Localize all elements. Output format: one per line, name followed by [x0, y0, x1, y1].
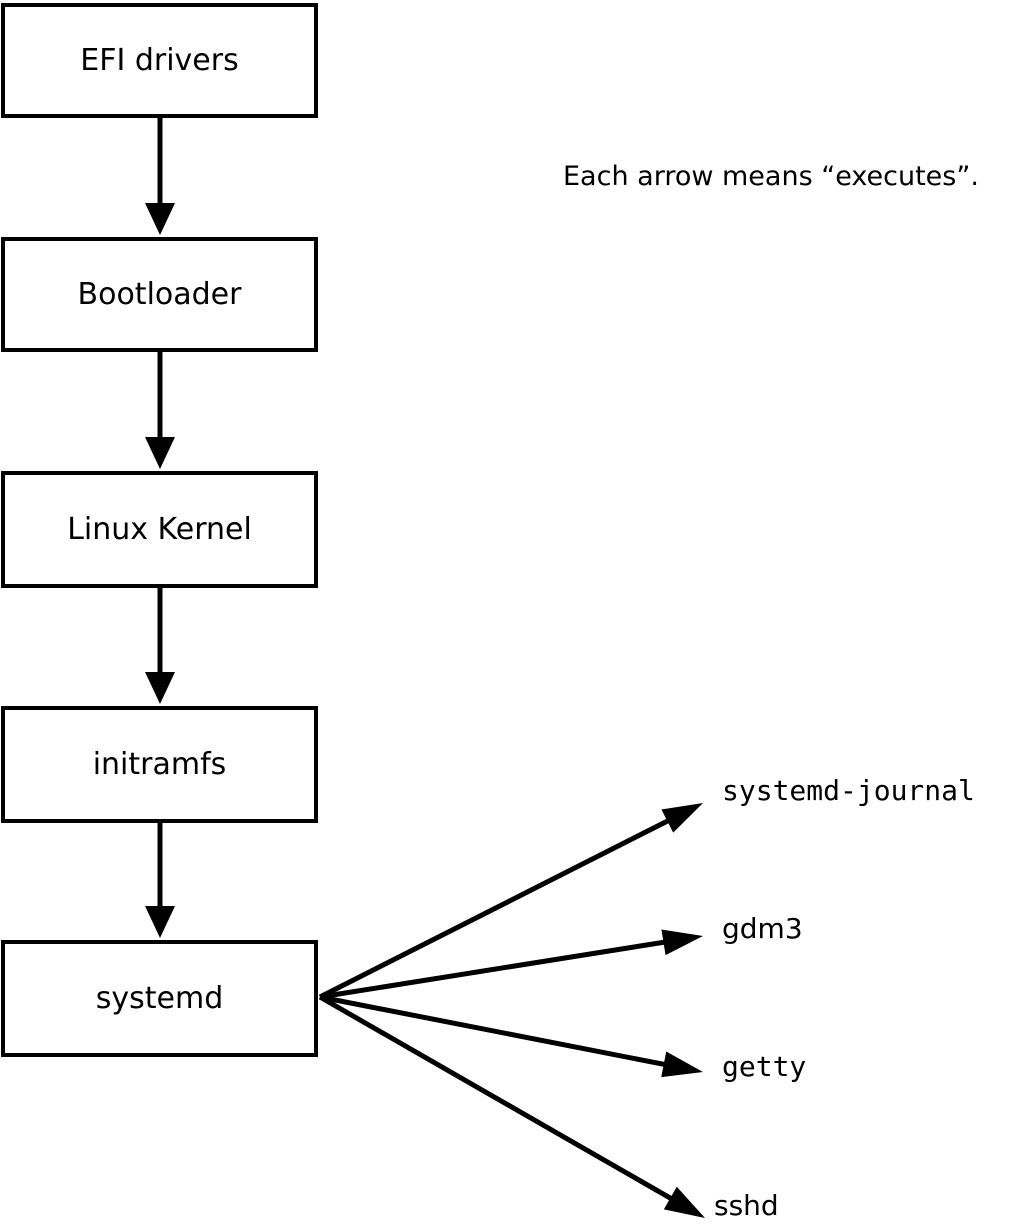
stage-box-systemd: systemd: [1, 940, 318, 1057]
stage-box-efi-drivers: EFI drivers: [1, 3, 318, 118]
arrow-head-initramfs-to-systemd: [145, 906, 175, 938]
stage-label-linux-kernel: Linux Kernel: [67, 511, 252, 547]
stage-label-bootloader: Bootloader: [77, 276, 242, 312]
arrow-head-systemd-to-gdm3: [661, 929, 703, 956]
service-label-gdm3: gdm3: [722, 912, 803, 945]
arrow-head-kernel-to-initramfs: [145, 672, 175, 704]
arrow-head-bootloader-to-kernel: [145, 437, 175, 469]
stage-box-initramfs: initramfs: [1, 706, 318, 823]
arrow-head-efi-to-bootloader: [145, 203, 175, 235]
stage-label-efi-drivers: EFI drivers: [80, 42, 239, 78]
arrow-shaft-systemd-to-gdm3: [319, 938, 672, 1000]
stage-label-systemd: systemd: [95, 980, 224, 1016]
stage-box-linux-kernel: Linux Kernel: [1, 471, 318, 588]
arrow-head-systemd-to-getty: [661, 1051, 703, 1078]
arrow-head-systemd-to-systemd-journal: [661, 803, 703, 833]
arrow-head-systemd-to-sshd: [663, 1186, 705, 1218]
service-label-getty: getty: [722, 1050, 807, 1083]
arrow-meaning-note: Each arrow means “executes”.: [563, 161, 979, 192]
stage-box-bootloader: Bootloader: [1, 237, 318, 352]
stage-label-initramfs: initramfs: [92, 746, 227, 782]
service-label-systemd-journal: systemd-journal: [722, 774, 975, 807]
arrow-shaft-systemd-to-systemd-journal: [318, 815, 676, 1000]
arrow-shaft-systemd-to-sshd: [318, 994, 679, 1205]
service-label-sshd: sshd: [714, 1189, 779, 1222]
arrow-shaft-systemd-to-getty: [319, 994, 673, 1069]
